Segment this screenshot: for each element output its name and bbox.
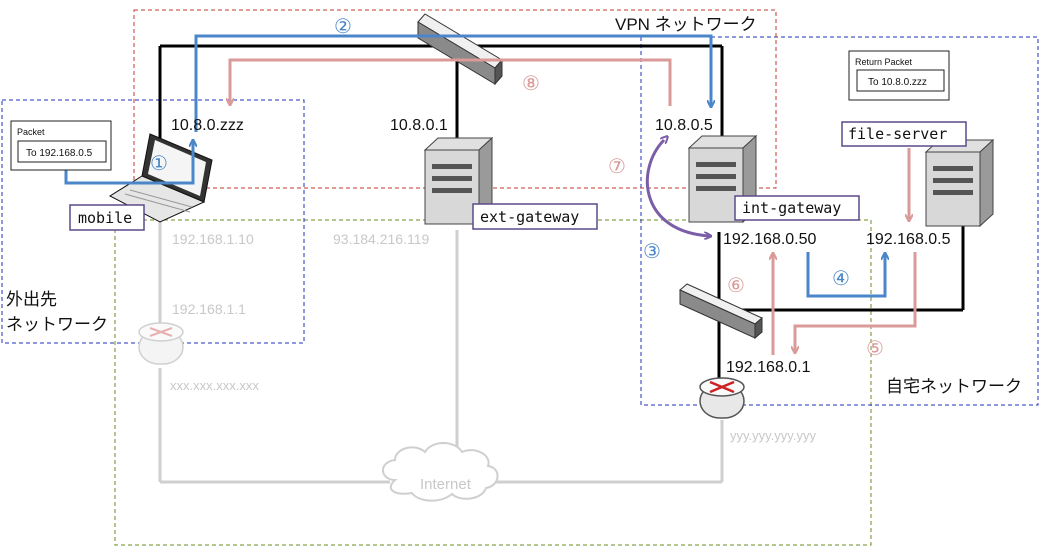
away-router-address: 192.168.1.1	[172, 301, 246, 317]
home-zone-label: 自宅ネットワーク	[886, 377, 1022, 396]
mobile-label-box: mobile	[69, 204, 145, 231]
vpn-zone-label: VPN ネットワーク	[615, 15, 757, 34]
ext-gateway-server-icon	[423, 136, 494, 226]
ext-gateway-label-box: ext-gateway	[472, 203, 598, 230]
step-3-label: ③	[643, 241, 661, 263]
step-2-label: ②	[334, 16, 352, 38]
step-6-label: ⑥	[727, 275, 745, 297]
int-vpn-address: 10.8.0.5	[655, 117, 713, 134]
mobile-vpn-address: 10.8.0.zzz	[171, 117, 244, 134]
step-5-label: ⑤	[866, 338, 884, 360]
step-3-7-arrow	[645, 140, 710, 236]
int-lan-address: 192.168.0.50	[723, 231, 817, 248]
internet-label: Internet	[420, 476, 472, 493]
step-4-label: ④	[832, 268, 850, 290]
home-zone-border	[640, 36, 1039, 406]
file-server-label-box: file-server	[841, 121, 967, 147]
int-gateway-label-box: int-gateway	[734, 195, 860, 221]
step-7-label: ⑦	[608, 156, 626, 178]
step-1-arrow	[64, 141, 193, 185]
away-zone-label-1: 外出先	[6, 290, 57, 309]
internet-links	[158, 210, 724, 484]
mobile-label: mobile	[78, 209, 132, 227]
file-server-label: file-server	[848, 125, 947, 143]
step-4-arrow	[806, 252, 885, 298]
step-2-arrow	[194, 34, 711, 132]
ext-gateway-label: ext-gateway	[480, 208, 579, 226]
ext-public-address: 93.184.216.119	[333, 231, 429, 247]
step-5-arrow	[795, 252, 917, 352]
home-router-icon	[699, 377, 745, 419]
step-1-label: ①	[150, 153, 168, 175]
return-packet-card: Return Packet To 10.8.0.zzz	[848, 50, 950, 101]
file-server-icon	[924, 138, 995, 228]
home-wan-address: yyy.yyy.yyy.yyy	[730, 428, 816, 443]
return-packet-destination: To 10.8.0.zzz	[868, 77, 927, 88]
packet-title: Packet	[17, 127, 45, 137]
away-wan-address: xxx.xxx.xxx.xxx	[170, 378, 259, 393]
return-packet-title: Return Packet	[855, 57, 913, 67]
away-zone-label-2: ネットワーク	[6, 315, 108, 334]
int-gateway-label: int-gateway	[742, 199, 841, 217]
away-lan-address: 192.168.1.10	[172, 231, 254, 247]
internet-cloud-icon	[382, 442, 499, 502]
home-router-address: 192.168.0.1	[726, 359, 811, 376]
vpn-switch-icon	[417, 13, 503, 86]
away-router-icon	[138, 322, 184, 365]
home-switch-icon	[679, 283, 763, 340]
step-8-label: ⑧	[522, 73, 540, 95]
ext-vpn-address: 10.8.0.1	[390, 117, 448, 134]
packet-destination: To 192.168.0.5	[26, 148, 93, 159]
step-8-arrow	[230, 58, 672, 106]
packet-card: Packet To 192.168.0.5	[10, 120, 112, 171]
file-lan-address: 192.168.0.5	[866, 231, 951, 248]
